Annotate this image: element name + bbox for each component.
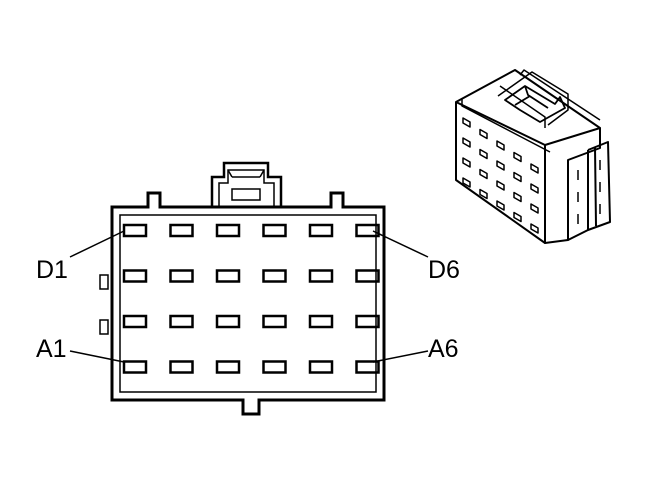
pin-cavity-b4 xyxy=(262,314,287,329)
pin-cavity-a5 xyxy=(308,360,334,374)
iso-pin-cavity xyxy=(496,160,505,171)
iso-pin-cavity xyxy=(479,188,488,200)
leader-line-a1 xyxy=(69,350,125,363)
pin-cavity-c5 xyxy=(308,269,334,283)
iso-pin-cavity xyxy=(462,137,471,148)
iso-pin-cavity xyxy=(513,191,522,203)
label-d6: D6 xyxy=(428,256,460,284)
side-key-tab xyxy=(99,274,109,290)
iso-pin-cavity xyxy=(479,168,488,180)
iso-pin-cavity xyxy=(496,200,505,211)
pin-cavity-b2 xyxy=(169,314,194,329)
pin-cavity-c1 xyxy=(122,269,148,283)
label-a1: A1 xyxy=(36,335,67,363)
leader-line-a6 xyxy=(372,350,429,363)
iso-pin-cavity xyxy=(496,180,505,191)
label-a6: A6 xyxy=(428,335,459,363)
iso-pin-cavities xyxy=(462,117,539,234)
iso-pin-cavity xyxy=(513,171,522,183)
leader-line-d1 xyxy=(69,230,125,258)
pin-cavity-d1 xyxy=(122,223,148,238)
iso-pin-cavity xyxy=(530,163,539,174)
iso-pin-cavity xyxy=(479,148,488,160)
pin-cavity-a4 xyxy=(262,360,287,374)
pin-cavity-c4 xyxy=(262,269,287,283)
iso-latch xyxy=(504,85,566,123)
iso-pin-cavity xyxy=(530,183,539,194)
connector-isometric-view xyxy=(455,69,611,244)
pin-cavity-d4 xyxy=(262,223,287,238)
pin-cavity-c3 xyxy=(215,269,241,283)
pin-cavity-b1 xyxy=(122,314,148,329)
iso-pin-cavity xyxy=(462,157,471,168)
iso-latch-body xyxy=(497,71,569,126)
iso-pin-cavity xyxy=(462,177,471,188)
connector-inner-border xyxy=(119,214,377,393)
pin-cavity-d6 xyxy=(355,223,380,238)
leader-line-d6 xyxy=(372,230,429,258)
pin-cavity-d3 xyxy=(215,223,241,238)
connector-face xyxy=(99,161,386,416)
pin-cavity-c6 xyxy=(355,269,380,283)
pin-cavity-b6 xyxy=(355,314,380,329)
iso-pin-cavity xyxy=(513,211,522,223)
pin-cavity-b3 xyxy=(215,314,241,329)
iso-side-rail xyxy=(567,141,611,241)
connector-housing-outline xyxy=(110,191,386,416)
side-key-tab xyxy=(99,319,109,335)
pin-cavity-d2 xyxy=(169,223,194,238)
iso-pin-cavity xyxy=(496,140,505,151)
pin-cavity-c2 xyxy=(169,269,194,283)
pin-cavities xyxy=(122,223,380,374)
iso-top-ledge xyxy=(461,69,601,153)
iso-pin-cavity xyxy=(462,117,471,128)
pin-cavity-a3 xyxy=(215,360,241,374)
iso-pin-cavity xyxy=(530,223,539,234)
pin-cavity-a2 xyxy=(169,360,194,374)
pin-callouts: D1 D6 A1 A6 xyxy=(36,230,460,363)
iso-pin-cavity xyxy=(479,128,488,140)
pin-cavity-a6 xyxy=(355,360,380,374)
iso-pin-cavity xyxy=(513,151,522,163)
pin-cavity-b5 xyxy=(308,314,334,329)
iso-top-face xyxy=(455,69,601,146)
iso-right-face xyxy=(544,128,601,244)
pin-cavity-d5 xyxy=(308,223,334,238)
latch xyxy=(210,161,283,207)
iso-side-slots xyxy=(577,160,601,224)
iso-pin-cavity xyxy=(530,203,539,214)
pin-cavity-a1 xyxy=(122,360,148,374)
label-d1: D1 xyxy=(36,256,68,284)
